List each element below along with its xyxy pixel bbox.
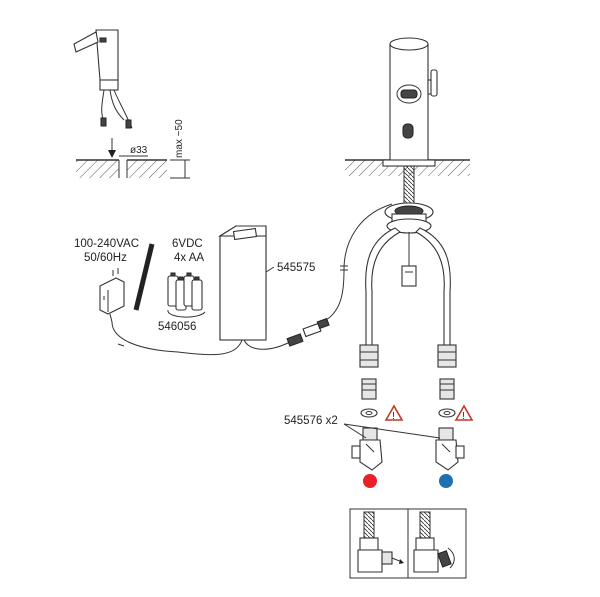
cables [111, 203, 393, 356]
installation-inset [349, 508, 467, 579]
battery-icon [167, 272, 203, 311]
battery-voltage-label: 6VDC [172, 238, 203, 250]
svg-text:!: ! [392, 411, 395, 422]
plug-icon [99, 268, 125, 323]
valve-part-label: 545576 x2 [284, 415, 338, 427]
cold-water-indicator [439, 474, 453, 488]
hole-diameter-label: ø33 [130, 145, 148, 156]
max-thickness-label: max ~50 [174, 119, 185, 158]
power-voltage-label: 100-240VAC [74, 238, 139, 250]
svg-text:!: ! [462, 411, 465, 422]
option-divider [133, 243, 155, 311]
battery-part-label: 546056 [158, 321, 196, 333]
valve-callout: 545576 x2 [284, 415, 441, 439]
control-box: 545575 [218, 225, 315, 341]
hot-water-indicator [363, 474, 377, 488]
battery-section: 6VDC 4x AA 546056 [158, 238, 206, 333]
angle-valves [351, 427, 465, 488]
mounting-detail: ø33 max ~50 [73, 29, 190, 179]
battery-count-label: 4x AA [174, 252, 204, 264]
faucet-small-icon [73, 29, 133, 129]
flexible-hoses [359, 227, 457, 368]
main-faucet [345, 37, 470, 234]
control-box-part-label: 545575 [277, 262, 315, 274]
power-supply-section: 100-240VAC 50/60Hz [74, 238, 155, 323]
warning-triangle-icon: ! [384, 404, 404, 422]
adapters [360, 378, 456, 418]
power-freq-label: 50/60Hz [84, 252, 127, 264]
warning-triangle-icon: ! [454, 404, 474, 422]
